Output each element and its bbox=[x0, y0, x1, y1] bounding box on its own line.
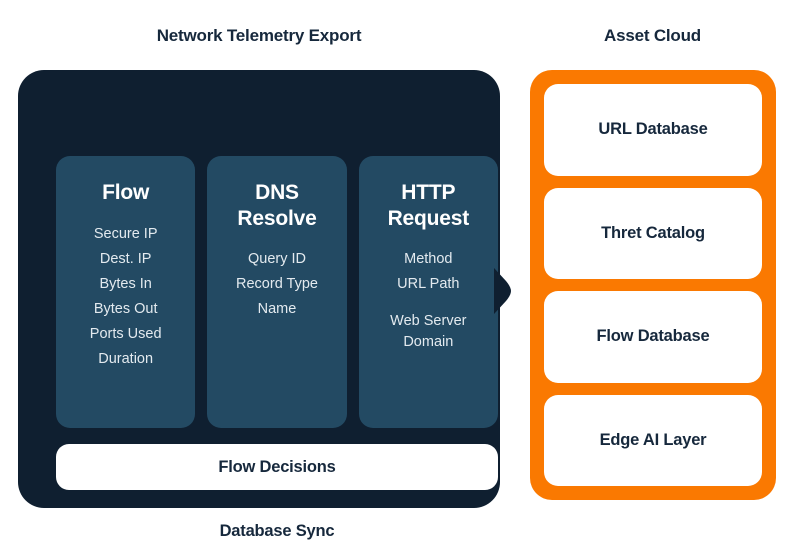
asset-card-url-database[interactable]: URL Database bbox=[544, 84, 762, 176]
field-item: Secure IP bbox=[93, 225, 158, 242]
field-list: Method URL Path Web Server Domain bbox=[390, 249, 466, 353]
protocol-card-heading: HTTP Request bbox=[387, 181, 470, 230]
field-list: Secure IP Dest. IP Bytes In Bytes Out Po… bbox=[90, 224, 162, 370]
protocol-card-heading: DNS Resolve bbox=[237, 181, 317, 230]
action-bar-flow-decisions[interactable]: Flow Decisions bbox=[56, 444, 498, 490]
field-item: Method bbox=[404, 251, 453, 268]
field-item: Name bbox=[257, 301, 297, 318]
telemetry-panel-title: Network Telemetry Export bbox=[156, 26, 362, 45]
field-item: Bytes Out bbox=[93, 300, 158, 317]
protocol-card-dns-resolve[interactable]: DNS Resolve Query ID Record Type Name bbox=[207, 156, 347, 428]
asset-card-flow-database[interactable]: Flow Database bbox=[544, 291, 762, 383]
field-item: Dest. IP bbox=[99, 250, 152, 267]
field-item: Record Type bbox=[236, 276, 318, 293]
diagram-canvas: Network Telemetry Export Asset Cloud Flo… bbox=[18, 26, 776, 554]
field-list: Query ID Record Type Name bbox=[236, 249, 318, 320]
protocol-card-row: Flow Secure IP Dest. IP Bytes In Bytes O… bbox=[56, 156, 498, 428]
field-item: Duration bbox=[98, 350, 154, 367]
action-bar-database-sync[interactable]: Database Sync bbox=[56, 508, 498, 554]
asset-cloud-panel-title: Asset Cloud bbox=[604, 26, 701, 45]
field-item: Web Server Domain bbox=[390, 313, 467, 351]
asset-card-thret-catalog[interactable]: Thret Catalog bbox=[544, 187, 762, 279]
protocol-card-http-request[interactable]: HTTP Request Method URL Path Web Server … bbox=[358, 156, 498, 428]
network-telemetry-export-panel: Flow Secure IP Dest. IP Bytes In Bytes O… bbox=[18, 70, 500, 554]
field-item: URL Path bbox=[397, 276, 460, 293]
asset-card-edge-ai-layer[interactable]: Edge AI Layer bbox=[544, 394, 762, 486]
field-item: Bytes In bbox=[99, 275, 152, 292]
protocol-card-heading: Flow bbox=[102, 181, 150, 204]
field-item: Ports Used bbox=[89, 325, 162, 342]
protocol-card-flow[interactable]: Flow Secure IP Dest. IP Bytes In Bytes O… bbox=[56, 156, 196, 428]
field-item: Query ID bbox=[247, 251, 306, 268]
flow-arrow-icon bbox=[494, 268, 520, 314]
asset-cloud-panel: URL Database Thret Catalog Flow Database… bbox=[530, 70, 776, 500]
